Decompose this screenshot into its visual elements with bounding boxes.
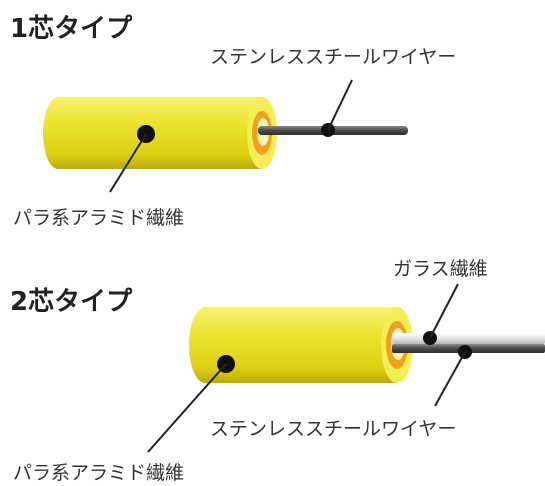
- type2-glass-fiber: [392, 333, 545, 344]
- type1-wire-label: ステンレススチールワイヤー: [210, 46, 457, 68]
- type1-fiber-leader: [109, 133, 147, 193]
- type2-fiber-leader: [147, 363, 227, 453]
- type1-fiber-label: パラ系アラミド繊維: [13, 207, 185, 229]
- type2-glass-leader: [429, 283, 459, 339]
- type2-title: 2芯タイプ: [10, 287, 133, 317]
- type2-sheath-body: [189, 307, 397, 383]
- type1-cable: [43, 79, 408, 193]
- type2-wire-leader: [434, 351, 466, 407]
- type2-wire-label: ステンレススチールワイヤー: [210, 418, 457, 440]
- type1-title: 1芯タイプ: [10, 14, 133, 44]
- type2-fiber-label: パラ系アラミド繊維: [13, 462, 185, 484]
- type2-glass-label: ガラス繊維: [393, 258, 488, 280]
- type2-cable: [147, 283, 545, 453]
- type1-wire-leader: [327, 79, 353, 131]
